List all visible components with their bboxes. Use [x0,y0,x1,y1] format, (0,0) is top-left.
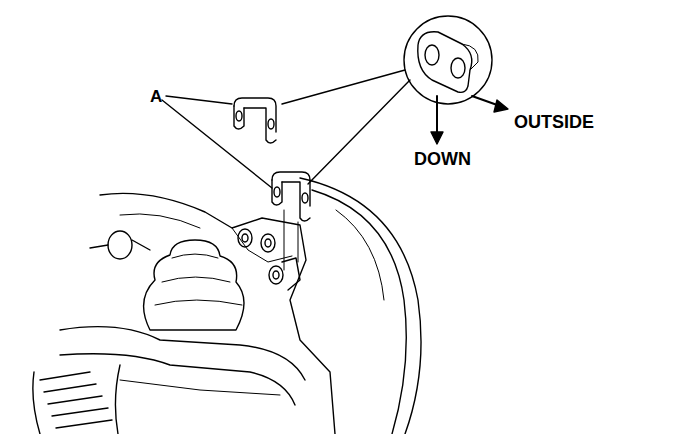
direction-label: OUTSIDE [514,113,594,131]
direction-label: DOWN [414,150,471,168]
part-label: A [150,88,162,105]
